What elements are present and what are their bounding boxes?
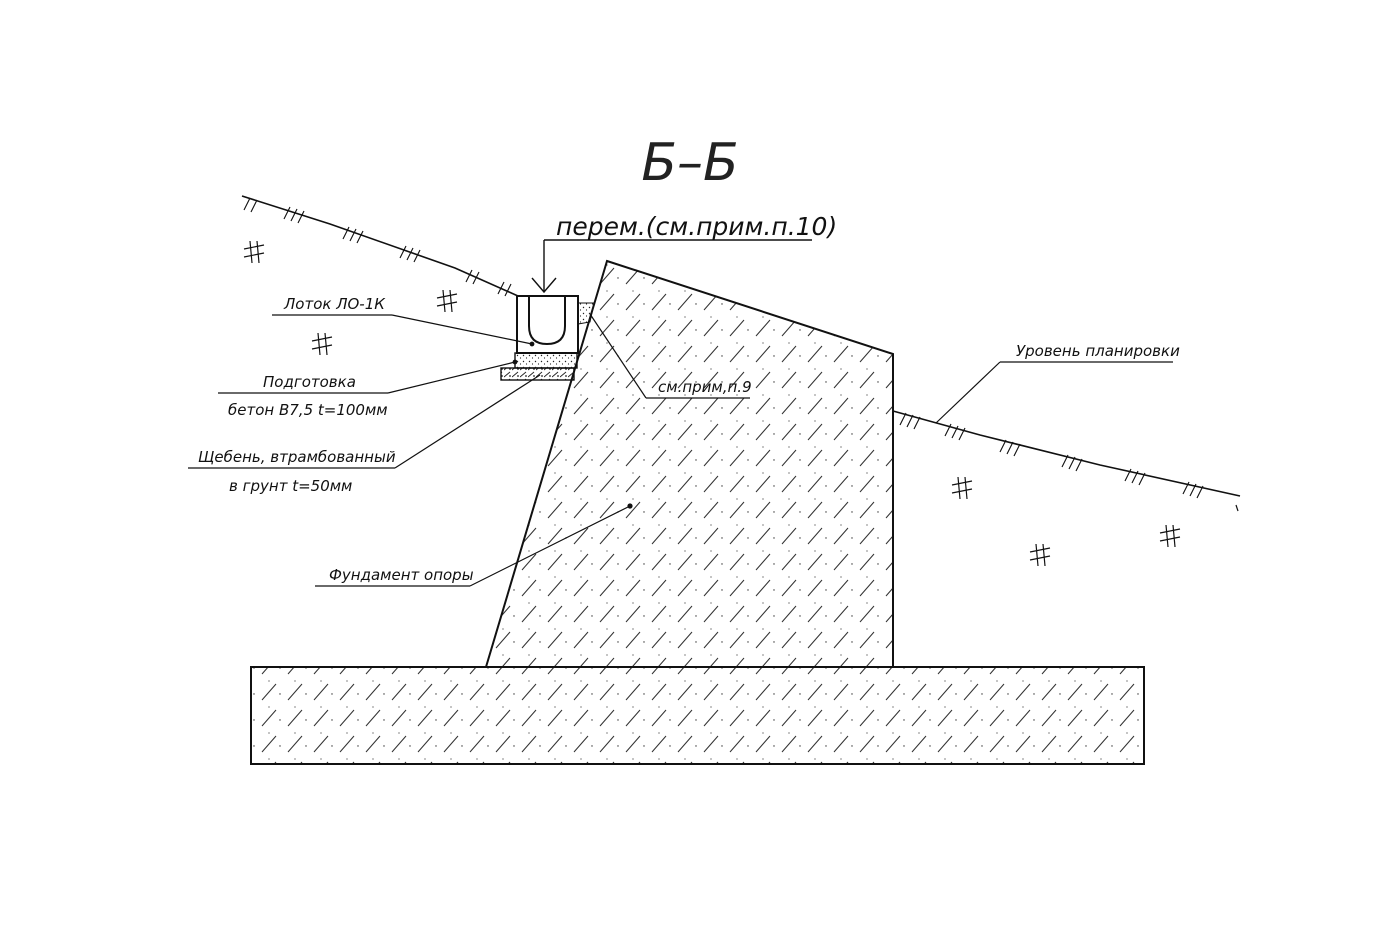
soil-marks <box>243 240 1181 567</box>
leader-foundation <box>315 503 633 587</box>
label-gravel-2: в грунт t=50мм <box>229 477 352 495</box>
concrete-prep-layer <box>514 352 578 369</box>
ground-line-left <box>241 195 519 297</box>
label-tray: Лоток ЛО-1К <box>283 295 386 313</box>
foundation-base-slab <box>250 666 1145 765</box>
gravel-layer <box>500 367 575 381</box>
leader-variable <box>531 239 812 294</box>
section-title: Б–Б <box>641 133 738 193</box>
leader-note9 <box>589 313 750 399</box>
label-prep-2: бетон В7,5 t=100мм <box>228 401 388 419</box>
leader-prep <box>218 359 518 394</box>
leader-gravel <box>188 374 541 469</box>
ground-hatch-right <box>899 412 1204 499</box>
leader-grade-level <box>935 361 1173 424</box>
leader-tray <box>272 314 535 347</box>
label-prep-1: Подготовка <box>263 373 356 391</box>
label-grade-level: Уровень планировки <box>1016 342 1180 360</box>
ground-hatch-left <box>243 197 512 297</box>
drainage-tray <box>516 295 579 354</box>
label-foundation: Фундамент опоры <box>329 566 474 584</box>
label-variable: перем.(см.прим.п.10) <box>556 212 837 241</box>
label-note9: см.прим,п.9 <box>658 378 752 396</box>
label-gravel-1: Щебень, втрамбованный <box>198 448 396 466</box>
ground-line-right-tail <box>1235 504 1239 512</box>
